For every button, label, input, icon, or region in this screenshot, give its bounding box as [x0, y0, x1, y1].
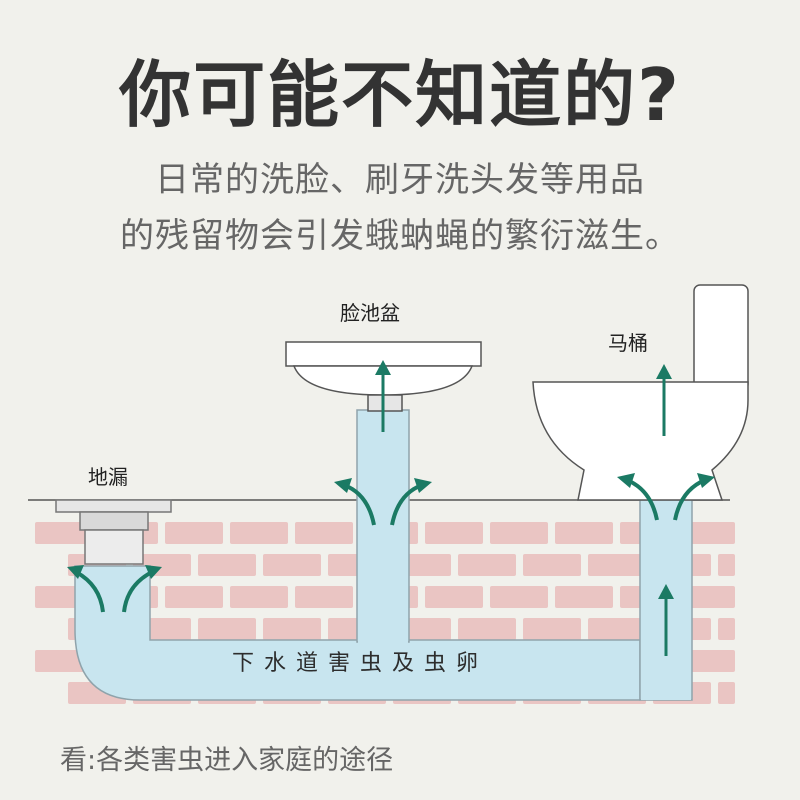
- toilet-label: 马桶: [608, 331, 648, 355]
- caption: 看:各类害虫进入家庭的途径: [60, 745, 394, 776]
- floor-drain-label: 地漏: [88, 465, 128, 489]
- brick: [718, 682, 735, 704]
- brick: [230, 586, 288, 608]
- brick: [588, 554, 646, 576]
- wash-basin-label: 脸池盆: [340, 301, 400, 325]
- brick: [263, 554, 321, 576]
- brick: [490, 522, 548, 544]
- brick: [555, 586, 613, 608]
- brick: [198, 554, 256, 576]
- brick: [295, 586, 353, 608]
- brick: [718, 618, 735, 640]
- brick: [458, 554, 516, 576]
- brick: [165, 522, 223, 544]
- pipe-text: 下水道害虫及虫卵: [232, 651, 488, 676]
- floor-drain: [55, 499, 172, 565]
- brick: [685, 650, 735, 672]
- brick: [425, 586, 483, 608]
- brick: [555, 522, 613, 544]
- brick: [523, 554, 581, 576]
- subtitle-line-2: 的残留物会引发蛾蚋蝇的繁衍滋生。: [120, 216, 680, 256]
- brick: [588, 618, 646, 640]
- brick: [523, 618, 581, 640]
- brick: [458, 618, 516, 640]
- brick: [35, 522, 93, 544]
- brick: [198, 618, 256, 640]
- brick: [685, 586, 735, 608]
- basin-pipe: [356, 409, 410, 643]
- brick: [490, 586, 548, 608]
- brick: [295, 522, 353, 544]
- drain-arrow-right: [122, 570, 153, 613]
- brick: [230, 522, 288, 544]
- toilet: [532, 284, 749, 501]
- brick: [165, 586, 223, 608]
- brick: [685, 522, 735, 544]
- brick: [425, 522, 483, 544]
- pest-arrows: [67, 360, 715, 656]
- brick: [263, 618, 321, 640]
- page-title: 你可能不知道的?: [119, 53, 681, 137]
- brick: [718, 554, 735, 576]
- subtitle-line-1: 日常的洗脸、刷牙洗头发等用品: [155, 160, 645, 200]
